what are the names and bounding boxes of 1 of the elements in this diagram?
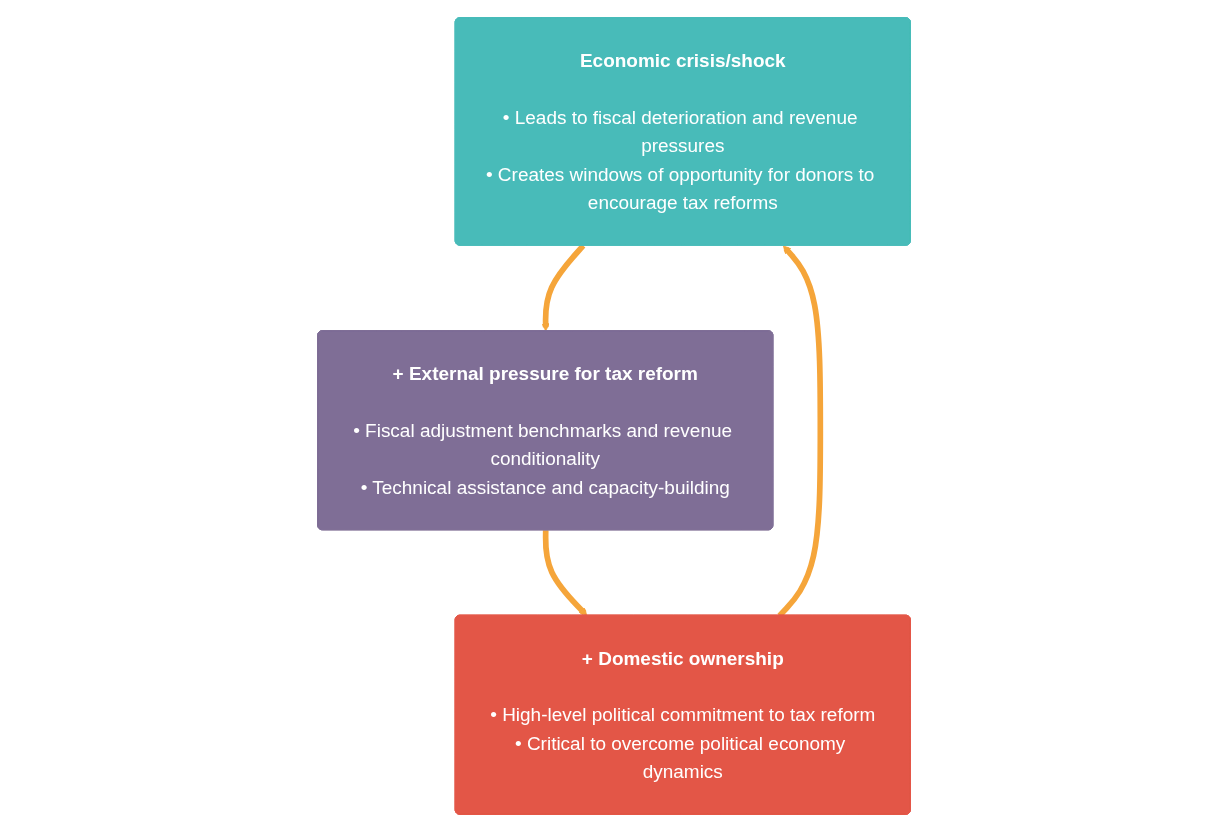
arrow (542, 530, 588, 617)
